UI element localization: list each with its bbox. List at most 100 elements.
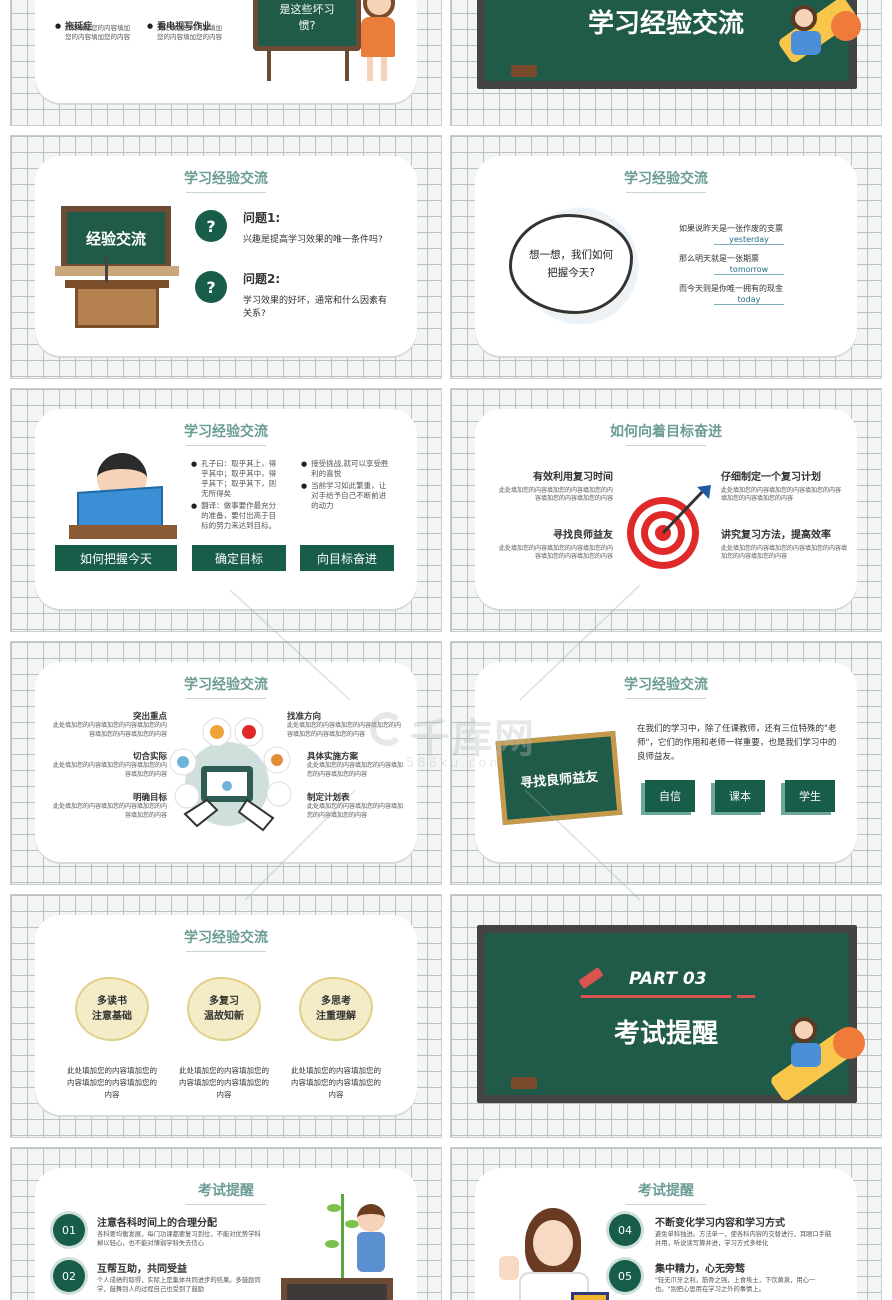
board-legs (267, 51, 271, 81)
thought-bubble: 想一想，我们如何把握今天? (509, 214, 633, 314)
slide-3[interactable]: 学习经验交流 经验交流 ? 问题1: 兴趣是提高学习效果的唯一条件吗? ? 问题… (10, 135, 442, 379)
slide-5[interactable]: 学习经验交流 孔子曰：取乎其上，得乎其中；取乎其中，得乎其下；取乎其下，则无所得… (10, 388, 442, 632)
chalkboard-illustration: 寻找良师益友 (495, 730, 623, 826)
chalk-eraser (511, 65, 537, 77)
slide-title: 学习经验交流 (475, 168, 857, 193)
pencil-boy-illustration (763, 0, 869, 103)
part-underline-dash (737, 995, 755, 998)
english-word: yesterday (714, 235, 784, 245)
slide-4[interactable]: 学习经验交流 想一想，我们如何把握今天? 如果说昨天是一张作废的支票 yeste… (450, 135, 882, 379)
slide-9-card: 学习经验交流 多读书 注意基础 多复习 温故知新 多思考 注重理解 此处填加您的… (35, 915, 417, 1115)
slide-3-card: 学习经验交流 经验交流 ? 问题1: 兴趣是提高学习效果的唯一条件吗? ? 问题… (35, 156, 417, 356)
step-number: 01 (53, 1214, 85, 1246)
step-title: 集中精力，心无旁骛 (655, 1264, 745, 1275)
method-text: 此处填加您的内容填加您的内容填加您的内容填加您的内容 (179, 1066, 269, 1099)
item-tv-homework: 看电视写作业 此处填加您的内容填加您的内容填加您的内容 (147, 21, 257, 42)
board-text: 经验交流 (85, 229, 146, 248)
slide-7[interactable]: 学习经验交流 突出重点 此处填加您的内容填加您的内容填加您的内容填加您的内容填加… (10, 641, 442, 885)
target-icon (627, 485, 711, 569)
step-text: 避免单科独进。方法单一，使各科内容的交替进行，耳眼口手脑并用，听说读写算并进，学… (655, 1231, 832, 1247)
step-title: 注意各科时间上的合理分配 (97, 1218, 217, 1229)
tab-strive-goal[interactable]: 向目标奋进 (300, 545, 394, 571)
question-title: 问题1: (243, 211, 281, 225)
slide-12-card: 考试提醒 04 不断变化学习内容和学习方式 避免单科独进。方法单一，使各科内容的… (475, 1168, 857, 1300)
slide-4-card: 学习经验交流 想一想，我们如何把握今天? 如果说昨天是一张作废的支票 yeste… (475, 156, 857, 356)
board-text: 是这些坏习惯? (279, 3, 335, 32)
english-word: today (714, 295, 784, 305)
paragraph: 在我们的学习中，除了任课教师，还有三位特殊的"老师"，它们的作用和老师一样重要，… (637, 724, 837, 762)
chalkboard-illustration: 是这些坏习惯? (253, 0, 361, 51)
bullet-list-left: 孔子曰：取乎其上，得乎其中；取乎其中，得乎其下；取乎其下，则无所得矣 翻译：做事… (191, 459, 283, 531)
slide-11[interactable]: 考试提醒 01 注意各科时间上的合理分配 各科要均衡发展，每门功课都要复习到位，… (10, 1147, 442, 1300)
quote-line: 那么明天就是一张期票 tomorrow (679, 254, 819, 275)
slide-1[interactable]: 拖延症 此处填加您的内容填加您的内容填加您的内容 看电视写作业 此处填加您的内容… (10, 0, 442, 126)
quote-line: 而今天则是你唯一拥有的现金 today (679, 284, 784, 305)
method-badge: 多思考 注重理解 (299, 977, 373, 1041)
plant-illustration (323, 1184, 363, 1294)
tip-item: 找准方向 此处填加您的内容填加您的内容填加您的内容填加您的内容填加您的内容 (287, 712, 402, 738)
part-label: PART 03 (629, 969, 707, 989)
tip-item: 制定计划表 此处填加您的内容填加您的内容填加您的内容填加您的内容 (307, 793, 404, 819)
tag-student[interactable]: 学生 (785, 780, 835, 812)
chalkboard (477, 925, 857, 1103)
slide-6[interactable]: 如何向着目标奋进 有效利用复习时间 此处填加您的内容填加您的内容填加您的内容填加… (450, 388, 882, 632)
step-text: 各科要均衡发展，每门功课都要复习到位，不能对优势学科掉以轻心，也不能对薄弱学科失… (97, 1231, 261, 1247)
desk-illustration (65, 280, 169, 288)
slide-8[interactable]: 学习经验交流 寻找良师益友 在我们的学习中，除了任课教师，还有三位特殊的"老师"… (450, 641, 882, 885)
slide-8-card: 学习经验交流 寻找良师益友 在我们的学习中，除了任课教师，还有三位特殊的"老师"… (475, 662, 857, 862)
tag-textbook[interactable]: 课本 (715, 780, 765, 812)
tip-item: 具体实施方案 此处填加您的内容填加您的内容填加您的内容填加您的内容 (307, 752, 404, 778)
slide-7-card: 学习经验交流 突出重点 此处填加您的内容填加您的内容填加您的内容填加您的内容填加… (35, 662, 417, 862)
boy-illustration (351, 1204, 391, 1294)
tablet-hands-illustration (169, 717, 292, 832)
item-procrastination: 拖延症 此处填加您的内容填加您的内容填加您的内容 (55, 21, 165, 42)
chalkboard-illustration (281, 1278, 393, 1300)
chalkboard-illustration: 经验交流 (61, 206, 171, 270)
slide-title: 如何向着目标奋进 (475, 421, 857, 446)
slide-6-card: 如何向着目标奋进 有效利用复习时间 此处填加您的内容填加您的内容填加您的内容填加… (475, 409, 857, 609)
target-item: 讲究复习方法，提高效率 此处填加您的内容填加您的内容填加您的内容填加您的内容填加… (721, 530, 848, 560)
section-title: 考试提醒 (613, 1019, 718, 1049)
bubble-text: 想一想，我们如何把握今天? (529, 249, 613, 279)
bullet-list-right: 接受挑战,就可以享受胜利的喜悦 当前学习如此繁重，让对手给予自己不断前进的动力 (301, 459, 393, 511)
slide-5-card: 学习经验交流 孔子曰：取乎其上，得乎其中；取乎其中，得乎其下；取乎其下，则无所得… (35, 409, 417, 609)
slide-title: 学习经验交流 (35, 168, 417, 193)
item-text: 此处填加您的内容填加您的内容填加您的内容 (65, 24, 130, 41)
step-number: 05 (609, 1260, 641, 1292)
girl-teacher-illustration (353, 0, 403, 83)
target-item: 有效利用复习时间 此处填加您的内容填加您的内容填加您的内容填加您的内容填加您的内… (498, 472, 613, 502)
slide-9[interactable]: 学习经验交流 多读书 注意基础 多复习 温故知新 多思考 注重理解 此处填加您的… (10, 894, 442, 1138)
slide-1-card: 拖延症 此处填加您的内容填加您的内容填加您的内容 看电视写作业 此处填加您的内容… (35, 0, 417, 103)
method-badge: 多复习 温故知新 (187, 977, 261, 1041)
microphone-icon (105, 256, 108, 282)
item-title: 拖延症 (65, 22, 93, 32)
step-text: "轻无爪牙之利，筋骨之强，上食埃土，下饮黄泉，用心一也。"别把心思用在学习之外的… (655, 1277, 816, 1293)
step-title: 不断变化学习内容和学习方式 (655, 1218, 785, 1229)
tab-grasp-today[interactable]: 如何把握今天 (55, 545, 177, 571)
slide-title: 考试提醒 (35, 1180, 417, 1205)
question-icon: ? (195, 271, 227, 303)
step-number: 04 (609, 1214, 641, 1246)
boy-reading-illustration (69, 453, 179, 543)
tip-item: 切合实际 此处填加您的内容填加您的内容填加您的内容填加您的内容 (52, 752, 167, 778)
slide-12[interactable]: 考试提醒 04 不断变化学习内容和学习方式 避免单科独进。方法单一，使各科内容的… (450, 1147, 882, 1300)
board-text: 寻找良师益友 (519, 769, 599, 791)
part-underline (581, 995, 731, 998)
method-badge: 多读书 注意基础 (75, 977, 149, 1041)
slide-11-card: 考试提醒 01 注意各科时间上的合理分配 各科要均衡发展，每门功课都要复习到位，… (35, 1168, 417, 1300)
slide-title: 学习经验交流 (587, 9, 744, 39)
question-icon: ? (195, 210, 227, 242)
pencil-boy-illustration (763, 1013, 869, 1113)
slide-10[interactable]: PART 03 考试提醒 (450, 894, 882, 1138)
tip-item: 明确目标 此处填加您的内容填加您的内容填加您的内容填加您的内容 (52, 793, 167, 819)
english-word: tomorrow (714, 265, 784, 275)
method-text: 此处填加您的内容填加您的内容填加您的内容填加您的内容 (291, 1066, 381, 1099)
tab-set-goal[interactable]: 确定目标 (192, 545, 286, 571)
quote-line: 如果说昨天是一张作废的支票 yesterday (679, 224, 784, 245)
tag-confidence[interactable]: 自信 (645, 780, 695, 812)
girl-thumbs-up-illustration (495, 1208, 615, 1300)
slide-2[interactable]: 学习经验交流 (450, 0, 882, 126)
question-text: 学习效果的好坏，通常和什么因素有关系? (243, 296, 388, 319)
slide-title: 考试提醒 (475, 1180, 857, 1205)
step-text: 个人成绩的取得，实际上是集体共同进步的结果。多鼓励同学，鼓舞别人的过程自己也受到… (97, 1277, 261, 1293)
